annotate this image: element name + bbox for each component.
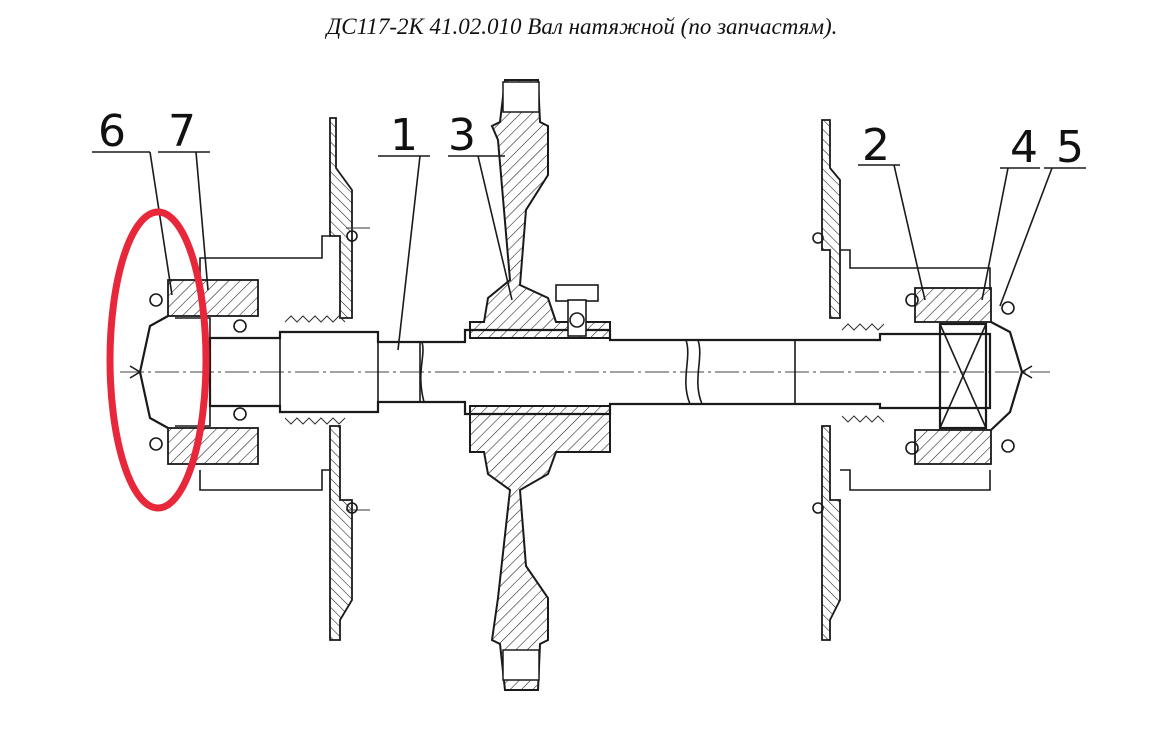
left-bearing-housing [129, 279, 259, 465]
callout-6: 6 [98, 106, 126, 157]
highlight-ellipse [106, 208, 210, 512]
callout-2: 2 [862, 120, 890, 171]
callout-5: 5 [1056, 122, 1084, 173]
page-title: ДС117-2К 41.02.010 Вал натяжной (по запч… [326, 14, 838, 39]
right-spring [841, 323, 885, 423]
leader-lines [92, 151, 1086, 351]
left-side-plate [199, 117, 370, 641]
left-spring [284, 315, 346, 425]
sprocket-wheel [469, 79, 611, 691]
callout-1: 1 [390, 110, 418, 161]
shaft [208, 328, 992, 416]
right-bearing-housing [905, 287, 1033, 465]
callout-3: 3 [448, 110, 476, 161]
callout-7: 7 [168, 106, 196, 157]
right-side-plate [812, 119, 991, 641]
callout-4: 4 [1010, 122, 1038, 173]
